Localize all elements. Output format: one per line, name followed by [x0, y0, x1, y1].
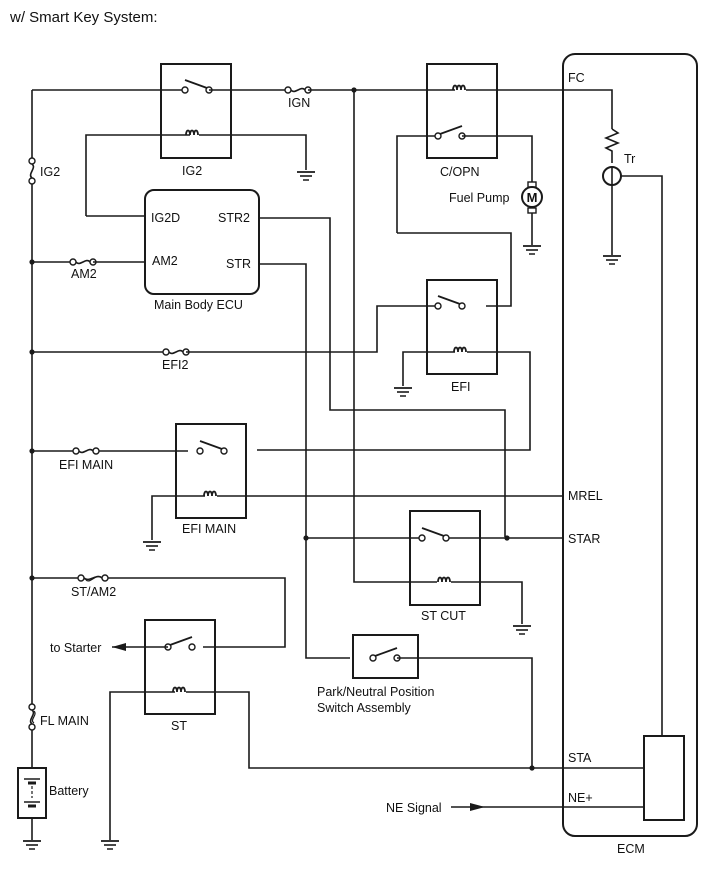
main-body-ecu-label: Main Body ECU: [154, 298, 243, 312]
ecm-label: ECM: [617, 842, 645, 856]
fuse-am2: [69, 258, 97, 266]
ground-icon: [393, 387, 413, 397]
fuse-fl-main: [28, 703, 36, 731]
relay-efi-main: [142, 423, 563, 551]
fuse-st-am2: [77, 574, 109, 582]
ne-signal-label: NE Signal: [386, 801, 442, 815]
relay-ig2-label: IG2: [182, 164, 202, 178]
coil-icon: [453, 346, 467, 353]
arrow-left-icon: [112, 643, 126, 651]
diagram-title: w/ Smart Key System:: [10, 9, 158, 26]
ecu-pin-str2: STR2: [218, 211, 250, 225]
relay-copn: [396, 63, 613, 233]
relay-efi-main-label: EFI MAIN: [182, 522, 236, 536]
pnp-switch-label-2: Switch Assembly: [317, 701, 412, 715]
pnp-switch-label-1: Park/Neutral Position: [317, 685, 434, 699]
ground-icon: [512, 625, 532, 635]
ecu-pin-str: STR: [226, 257, 251, 271]
fuel-pump-label: Fuel Pump: [449, 191, 509, 205]
fuse-ign-label: IGN: [288, 96, 310, 110]
coil-icon: [203, 490, 217, 497]
relay-copn-label: C/OPN: [440, 165, 480, 179]
transistor-label: Tr: [624, 152, 635, 166]
park-neutral-switch: [352, 634, 535, 771]
fuse-am2-label: AM2: [71, 267, 97, 281]
battery-icon: [17, 767, 47, 819]
main-body-ecu: [86, 189, 506, 659]
fuse-ig2-label: IG2: [40, 165, 60, 179]
fuse-fl-main-label: FL MAIN: [40, 714, 89, 728]
relay-ig2: [85, 63, 316, 216]
battery-label: Battery: [49, 784, 89, 798]
arrow-right-icon: [470, 803, 485, 811]
ecm-pin-sta: STA: [568, 751, 592, 765]
fuel-pump: M: [521, 181, 543, 255]
fuse-efi-main: [72, 447, 100, 455]
ecm-pin-ne-plus: NE+: [568, 791, 593, 805]
relay-st-label: ST: [171, 719, 187, 733]
ground-icon: [602, 255, 622, 265]
fuse-ig2: [28, 157, 36, 185]
ground-icon: [522, 245, 542, 255]
ecm: [562, 53, 698, 837]
ground-icon: [142, 541, 162, 551]
relay-st-cut-label: ST CUT: [421, 609, 466, 623]
relay-efi: [257, 279, 531, 451]
relay-st-cut: [409, 510, 532, 635]
fuse-efi2: [162, 348, 190, 356]
coil-icon: [437, 576, 451, 583]
ecu-pin-ig2d: IG2D: [151, 211, 180, 225]
ecm-pin-fc: FC: [568, 71, 585, 85]
relay-st: [100, 619, 644, 850]
ecm-pin-star: STAR: [568, 532, 600, 546]
ground-icon: [22, 840, 42, 850]
ecu-pin-am2: AM2: [152, 254, 178, 268]
relay-efi-label: EFI: [451, 380, 470, 394]
fuse-st-am2-label: ST/AM2: [71, 585, 116, 599]
motor-icon: M: [527, 190, 538, 205]
ground-icon: [100, 840, 120, 850]
ecm-pin-mrel: MREL: [568, 489, 603, 503]
to-starter-label: to Starter: [50, 641, 101, 655]
main-bus: [31, 89, 185, 840]
fuse-efi2-label: EFI2: [162, 358, 188, 372]
ground-icon: [296, 171, 316, 181]
fuse-ign: [284, 86, 312, 94]
fuse-efi-main-label: EFI MAIN: [59, 458, 113, 472]
